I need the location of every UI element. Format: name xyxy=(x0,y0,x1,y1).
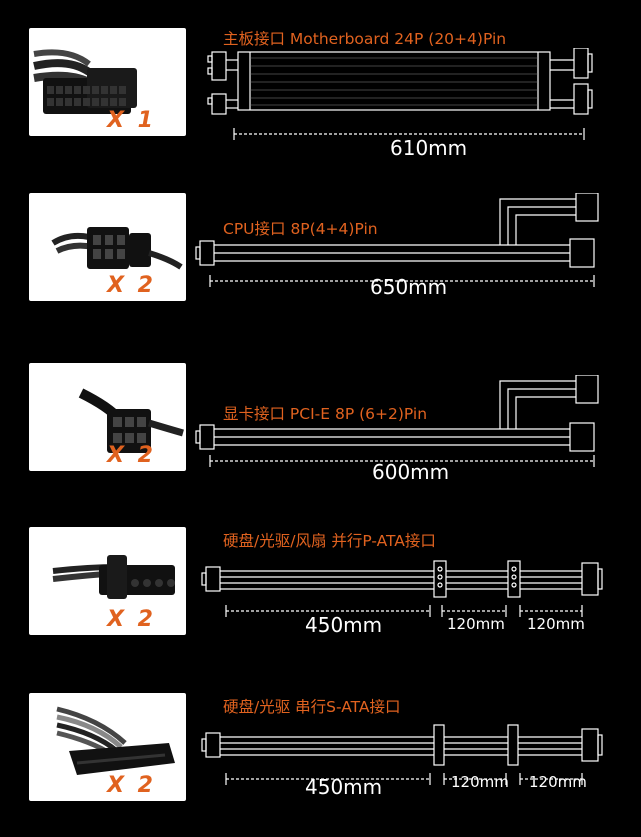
cable-photo-card: X 2 xyxy=(29,363,186,471)
cable-length-main: 450mm xyxy=(305,613,383,637)
cable-diagram-sata xyxy=(201,724,603,785)
cable-length-segment: 120mm xyxy=(447,615,505,633)
cable-title: 硬盘/光驱 串行S-ATA接口 xyxy=(223,698,401,716)
quantity-label: X 2 xyxy=(107,273,156,298)
molex-connector-icon xyxy=(52,555,175,599)
cable-length: 600mm xyxy=(372,460,450,484)
cable-row-molex: X 2 硬盘/光驱/风扇 并行P-ATA接口 450mm 120mm 120mm xyxy=(0,505,641,675)
cable-length-segment: 120mm xyxy=(451,773,509,791)
cable-title: 硬盘/光驱/风扇 并行P-ATA接口 xyxy=(223,532,436,550)
cable-length-segment: 120mm xyxy=(529,773,587,791)
cable-length-main: 450mm xyxy=(305,775,383,799)
quantity-label: X 2 xyxy=(107,773,156,798)
cable-photo-card: X 1 xyxy=(29,28,186,136)
quantity-label: X 2 xyxy=(107,607,156,632)
cable-length: 610mm xyxy=(390,136,468,160)
pcie-8pin-connector-icon xyxy=(78,388,184,453)
cable-length: 650mm xyxy=(370,275,448,299)
sata-connector-icon xyxy=(56,706,175,775)
cable-row-pcie: X 2 显卡接口 PCI-E 8P (6+2)Pin 600mm xyxy=(0,335,641,505)
cable-row-24pin: X 1 主板接口 Motherboard 24P (20+4)Pin 610mm xyxy=(0,0,641,165)
quantity-label: X 1 xyxy=(107,108,156,133)
cable-photo-card: X 2 xyxy=(29,527,186,635)
cable-title: CPU接口 8P(4+4)Pin xyxy=(223,220,378,238)
cable-title: 显卡接口 PCI-E 8P (6+2)Pin xyxy=(223,405,428,423)
cpu-8pin-connector-icon xyxy=(51,227,183,270)
cable-row-sata: X 2 硬盘/光驱 串行S-ATA接口 450mm 120mm 120mm xyxy=(0,675,641,837)
cable-photo-card: X 2 xyxy=(29,193,186,301)
cable-photo-card: X 2 xyxy=(29,693,186,801)
cable-title: 主板接口 Motherboard 24P (20+4)Pin xyxy=(223,30,507,48)
cable-length-segment: 120mm xyxy=(527,615,585,633)
cable-row-cpu: X 2 CPU接口 8P(4+4)Pin 650mm xyxy=(0,165,641,335)
cable-diagram-24pin xyxy=(207,48,593,140)
cable-diagram-molex xyxy=(201,560,603,617)
atx-24pin-connector-icon xyxy=(33,49,137,114)
cable-diagram-cpu xyxy=(195,193,599,287)
cable-diagram-pcie xyxy=(195,375,599,467)
quantity-label: X 2 xyxy=(107,443,156,468)
